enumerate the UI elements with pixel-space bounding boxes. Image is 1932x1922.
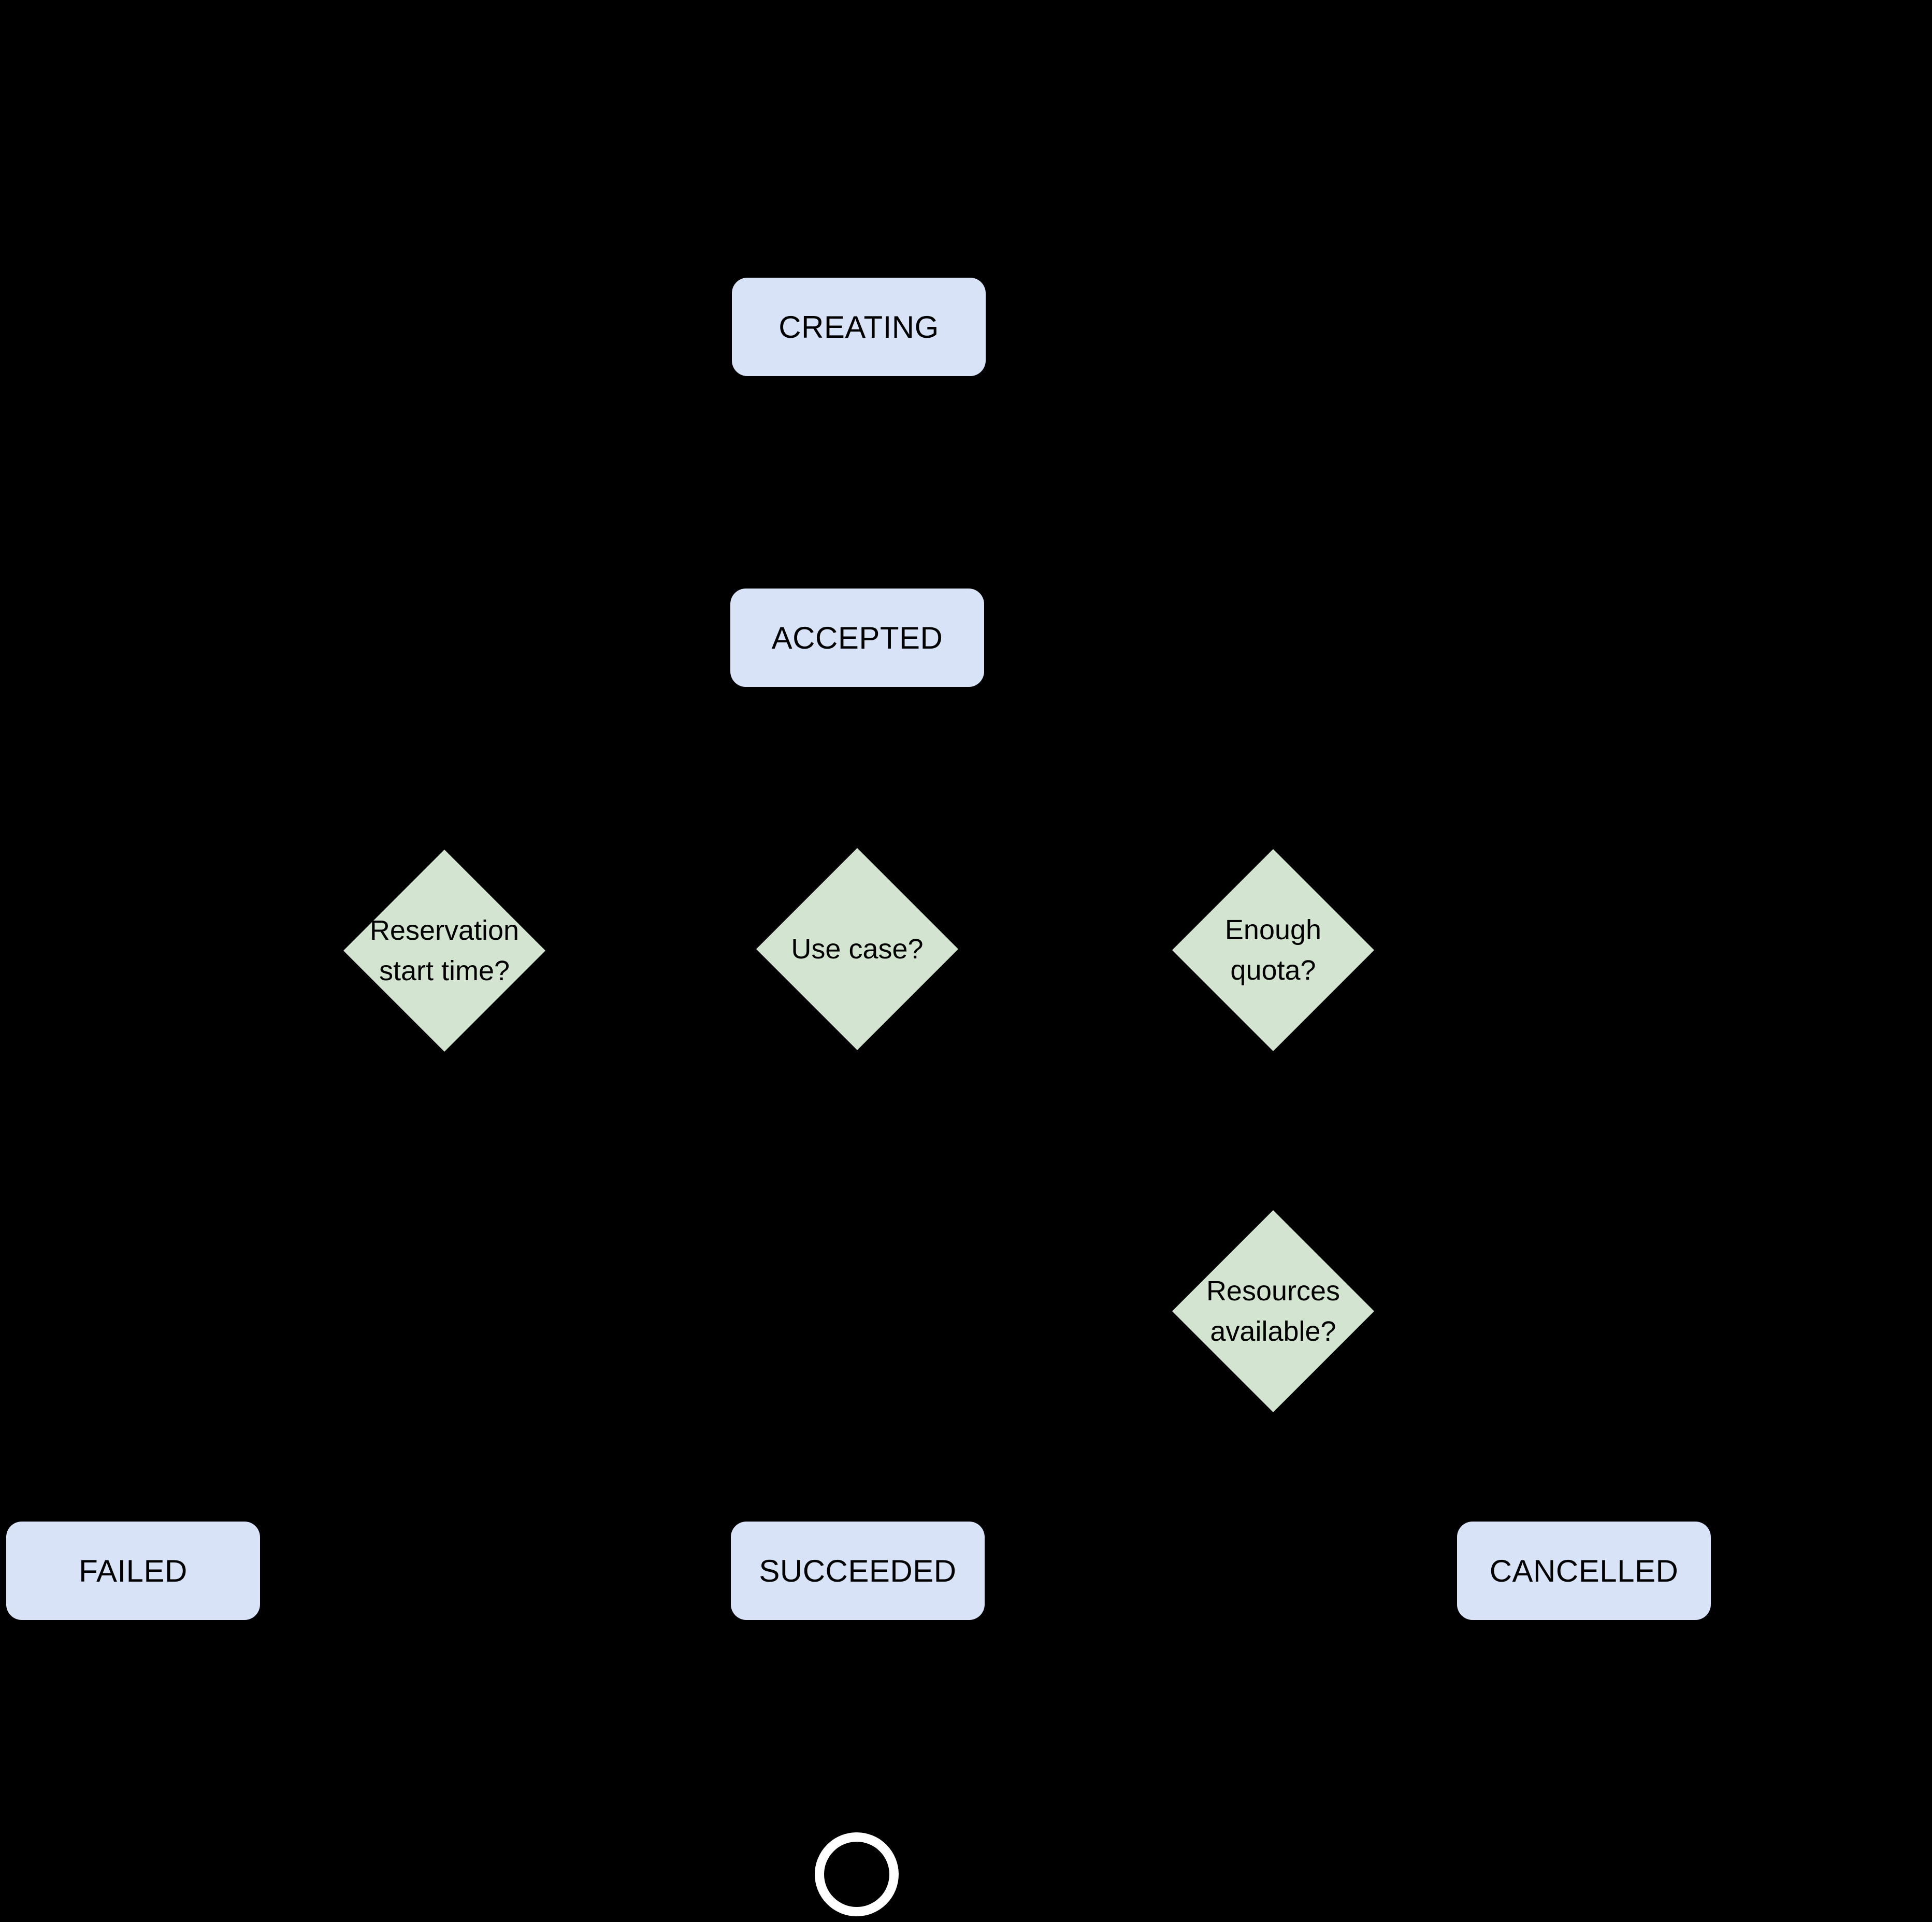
state-succeeded: SUCCEEDED	[731, 1522, 985, 1620]
decision-enough-quota: Enough quota?	[1172, 849, 1374, 1051]
decision-resources-available: Resources available?	[1172, 1210, 1374, 1412]
state-accepted: ACCEPTED	[730, 589, 984, 687]
state-cancelled-label: CANCELLED	[1489, 1553, 1679, 1588]
state-cancelled: CANCELLED	[1457, 1522, 1711, 1620]
decision-enough-quota-label: Enough quota?	[1224, 914, 1322, 986]
decision-use-case: Use case?	[756, 848, 958, 1050]
state-accepted-label: ACCEPTED	[771, 620, 943, 655]
state-creating-label: CREATING	[778, 309, 939, 345]
decision-resources-available-label: Resources available?	[1206, 1275, 1340, 1347]
end-state-circle-icon	[815, 1832, 899, 1916]
state-failed: FAILED	[6, 1522, 260, 1620]
state-creating: CREATING	[732, 278, 986, 376]
state-failed-label: FAILED	[79, 1553, 188, 1588]
decision-use-case-label: Use case?	[791, 934, 924, 965]
decision-reservation-start-time-label: Reservation start time?	[369, 915, 520, 986]
state-succeeded-label: SUCCEEDED	[759, 1553, 957, 1588]
decision-reservation-start-time: Reservation start time?	[343, 850, 545, 1052]
